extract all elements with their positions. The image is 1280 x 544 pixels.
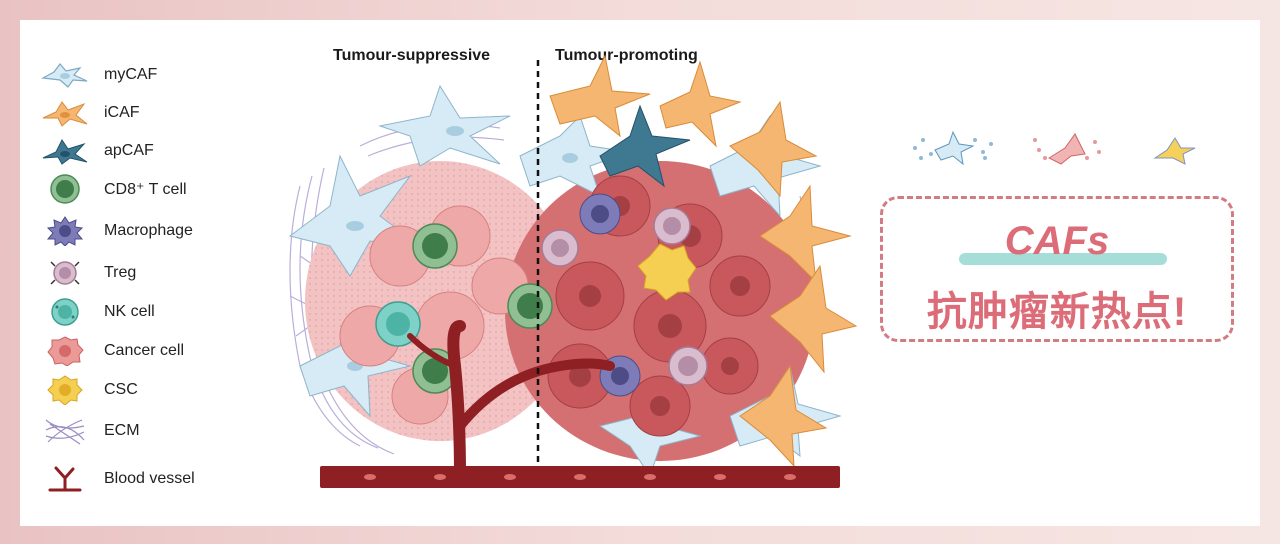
badge-subtitle: 抗肿瘤新热点! bbox=[926, 290, 1188, 334]
legend-item-blood-vessel: Blood vessel bbox=[40, 464, 195, 494]
csc-cell bbox=[637, 243, 697, 301]
legend-item-nk: NK cell bbox=[40, 297, 155, 327]
apcaf-icon bbox=[40, 136, 90, 166]
legend-item-mycaf: myCAF bbox=[40, 60, 157, 90]
legend-item-treg: Treg bbox=[40, 258, 136, 288]
cd8-t-cell-icon bbox=[40, 174, 90, 204]
caf-subtype-icons bbox=[913, 130, 1196, 166]
legend-item-csc: CSC bbox=[40, 375, 138, 405]
cancer-cell-icon bbox=[40, 336, 90, 366]
treg-icon bbox=[40, 258, 90, 288]
icaf-cells bbox=[549, 54, 858, 468]
badge-title: CAFs bbox=[1004, 219, 1110, 263]
legend-item-apcaf: apCAF bbox=[40, 136, 154, 166]
blood-vessels bbox=[407, 320, 615, 482]
apcaf-cluster-icon bbox=[1153, 137, 1196, 165]
heading-tumour-suppressive: Tumour-suppressive bbox=[333, 47, 491, 64]
macrophage-icon bbox=[40, 216, 90, 246]
legend-label: Macrophage bbox=[104, 222, 193, 239]
legend-item-ecm: ECM bbox=[40, 416, 140, 446]
legend-label: CD8⁺ T cell bbox=[104, 181, 187, 198]
heading-tumour-promoting: Tumour-promoting bbox=[555, 47, 698, 64]
legend-label: ECM bbox=[104, 422, 140, 439]
legend-label: apCAF bbox=[104, 142, 154, 159]
mycaf-icon bbox=[40, 60, 90, 90]
tumour-microenvironment-illustration bbox=[288, 54, 858, 488]
legend-label: Cancer cell bbox=[104, 342, 185, 359]
ecm-icon bbox=[40, 416, 90, 446]
legend-label: Treg bbox=[104, 264, 137, 281]
icaf-cluster-icon bbox=[1033, 133, 1101, 165]
csc-icon bbox=[40, 375, 90, 405]
legend-label: myCAF bbox=[104, 66, 158, 83]
legend-label: iCAF bbox=[104, 104, 140, 121]
nk-cell-icon bbox=[40, 297, 90, 327]
badge-highlight-bar bbox=[959, 253, 1167, 265]
mycaf-cluster-icon bbox=[913, 130, 993, 166]
legend-item-icaf: iCAF bbox=[40, 98, 140, 128]
legend-label: CSC bbox=[104, 381, 138, 398]
legend-item-cd8: CD8⁺ T cell bbox=[40, 174, 187, 204]
legend-label: Blood vessel bbox=[104, 470, 195, 487]
apcaf-cell bbox=[599, 104, 691, 188]
legend-item-cancer: Cancer cell bbox=[40, 336, 184, 366]
legend-label: NK cell bbox=[104, 303, 155, 320]
caf-badge: CAFs 抗肿瘤新热点! bbox=[880, 196, 1234, 342]
legend-item-macrophage: Macrophage bbox=[40, 216, 193, 246]
icaf-icon bbox=[40, 98, 90, 128]
blood-vessel-icon bbox=[40, 464, 90, 494]
